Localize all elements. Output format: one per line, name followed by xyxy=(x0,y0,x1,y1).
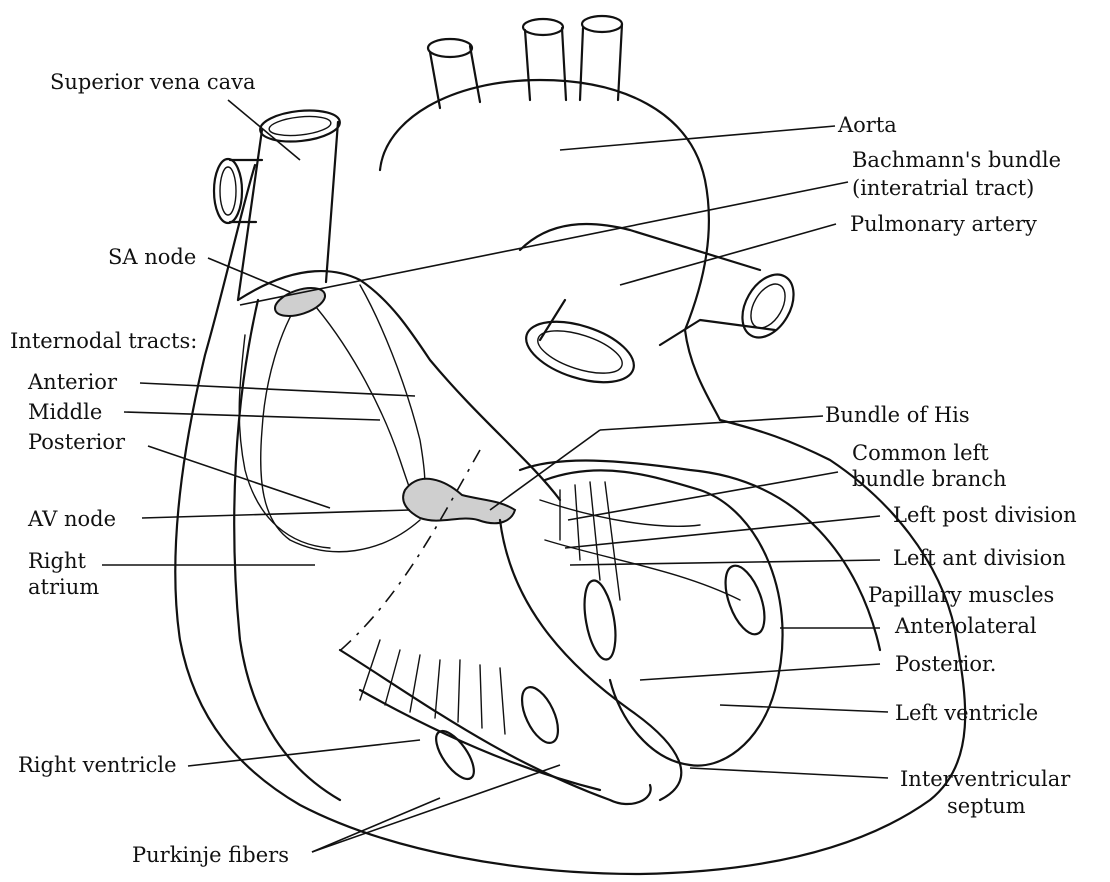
label-common-left-line1: Common left xyxy=(852,441,989,465)
label-left-ventricle: Left ventricle xyxy=(895,701,1038,725)
label-sa-node: SA node xyxy=(108,245,196,269)
label-superior-vena-cava: Superior vena cava xyxy=(50,70,256,94)
label-middle: Middle xyxy=(28,400,102,424)
av-node-shape xyxy=(403,479,515,523)
label-papillary-muscles: Papillary muscles xyxy=(868,583,1054,607)
label-anterior: Anterior xyxy=(28,370,117,394)
label-common-left-line2: bundle branch xyxy=(852,467,1007,491)
label-left-ant-division: Left ant division xyxy=(893,546,1066,570)
label-right-atrium-line1: Right xyxy=(28,549,86,573)
label-pulmonary-artery: Pulmonary artery xyxy=(850,212,1037,236)
label-aorta: Aorta xyxy=(838,113,897,137)
label-av-node: AV node xyxy=(28,507,116,531)
superior-vena-cava xyxy=(238,122,338,300)
label-bundle-of-his: Bundle of His xyxy=(825,403,970,427)
label-right-atrium-line2: atrium xyxy=(28,575,99,599)
label-anterolateral: Anterolateral xyxy=(895,614,1037,638)
label-left-post-division: Left post division xyxy=(893,503,1077,527)
label-purkinje-fibers: Purkinje fibers xyxy=(132,843,289,867)
pulmonary-artery xyxy=(520,224,775,345)
label-internodal-tracts: Internodal tracts: xyxy=(10,329,197,353)
label-posterior-tract: Posterior xyxy=(28,430,125,454)
label-interventricular-line1: Interventricular xyxy=(900,767,1070,791)
label-bachmanns-bundle-line2: (interatrial tract) xyxy=(852,176,1034,200)
leader-lines xyxy=(102,100,888,852)
label-bachmanns-bundle-line1: Bachmann's bundle xyxy=(852,148,1061,172)
label-posterior-papillary: Posterior. xyxy=(895,652,996,676)
label-right-ventricle: Right ventricle xyxy=(18,753,177,777)
aortic-arch-outline xyxy=(380,80,709,330)
label-interventricular-line2: septum xyxy=(947,794,1026,818)
